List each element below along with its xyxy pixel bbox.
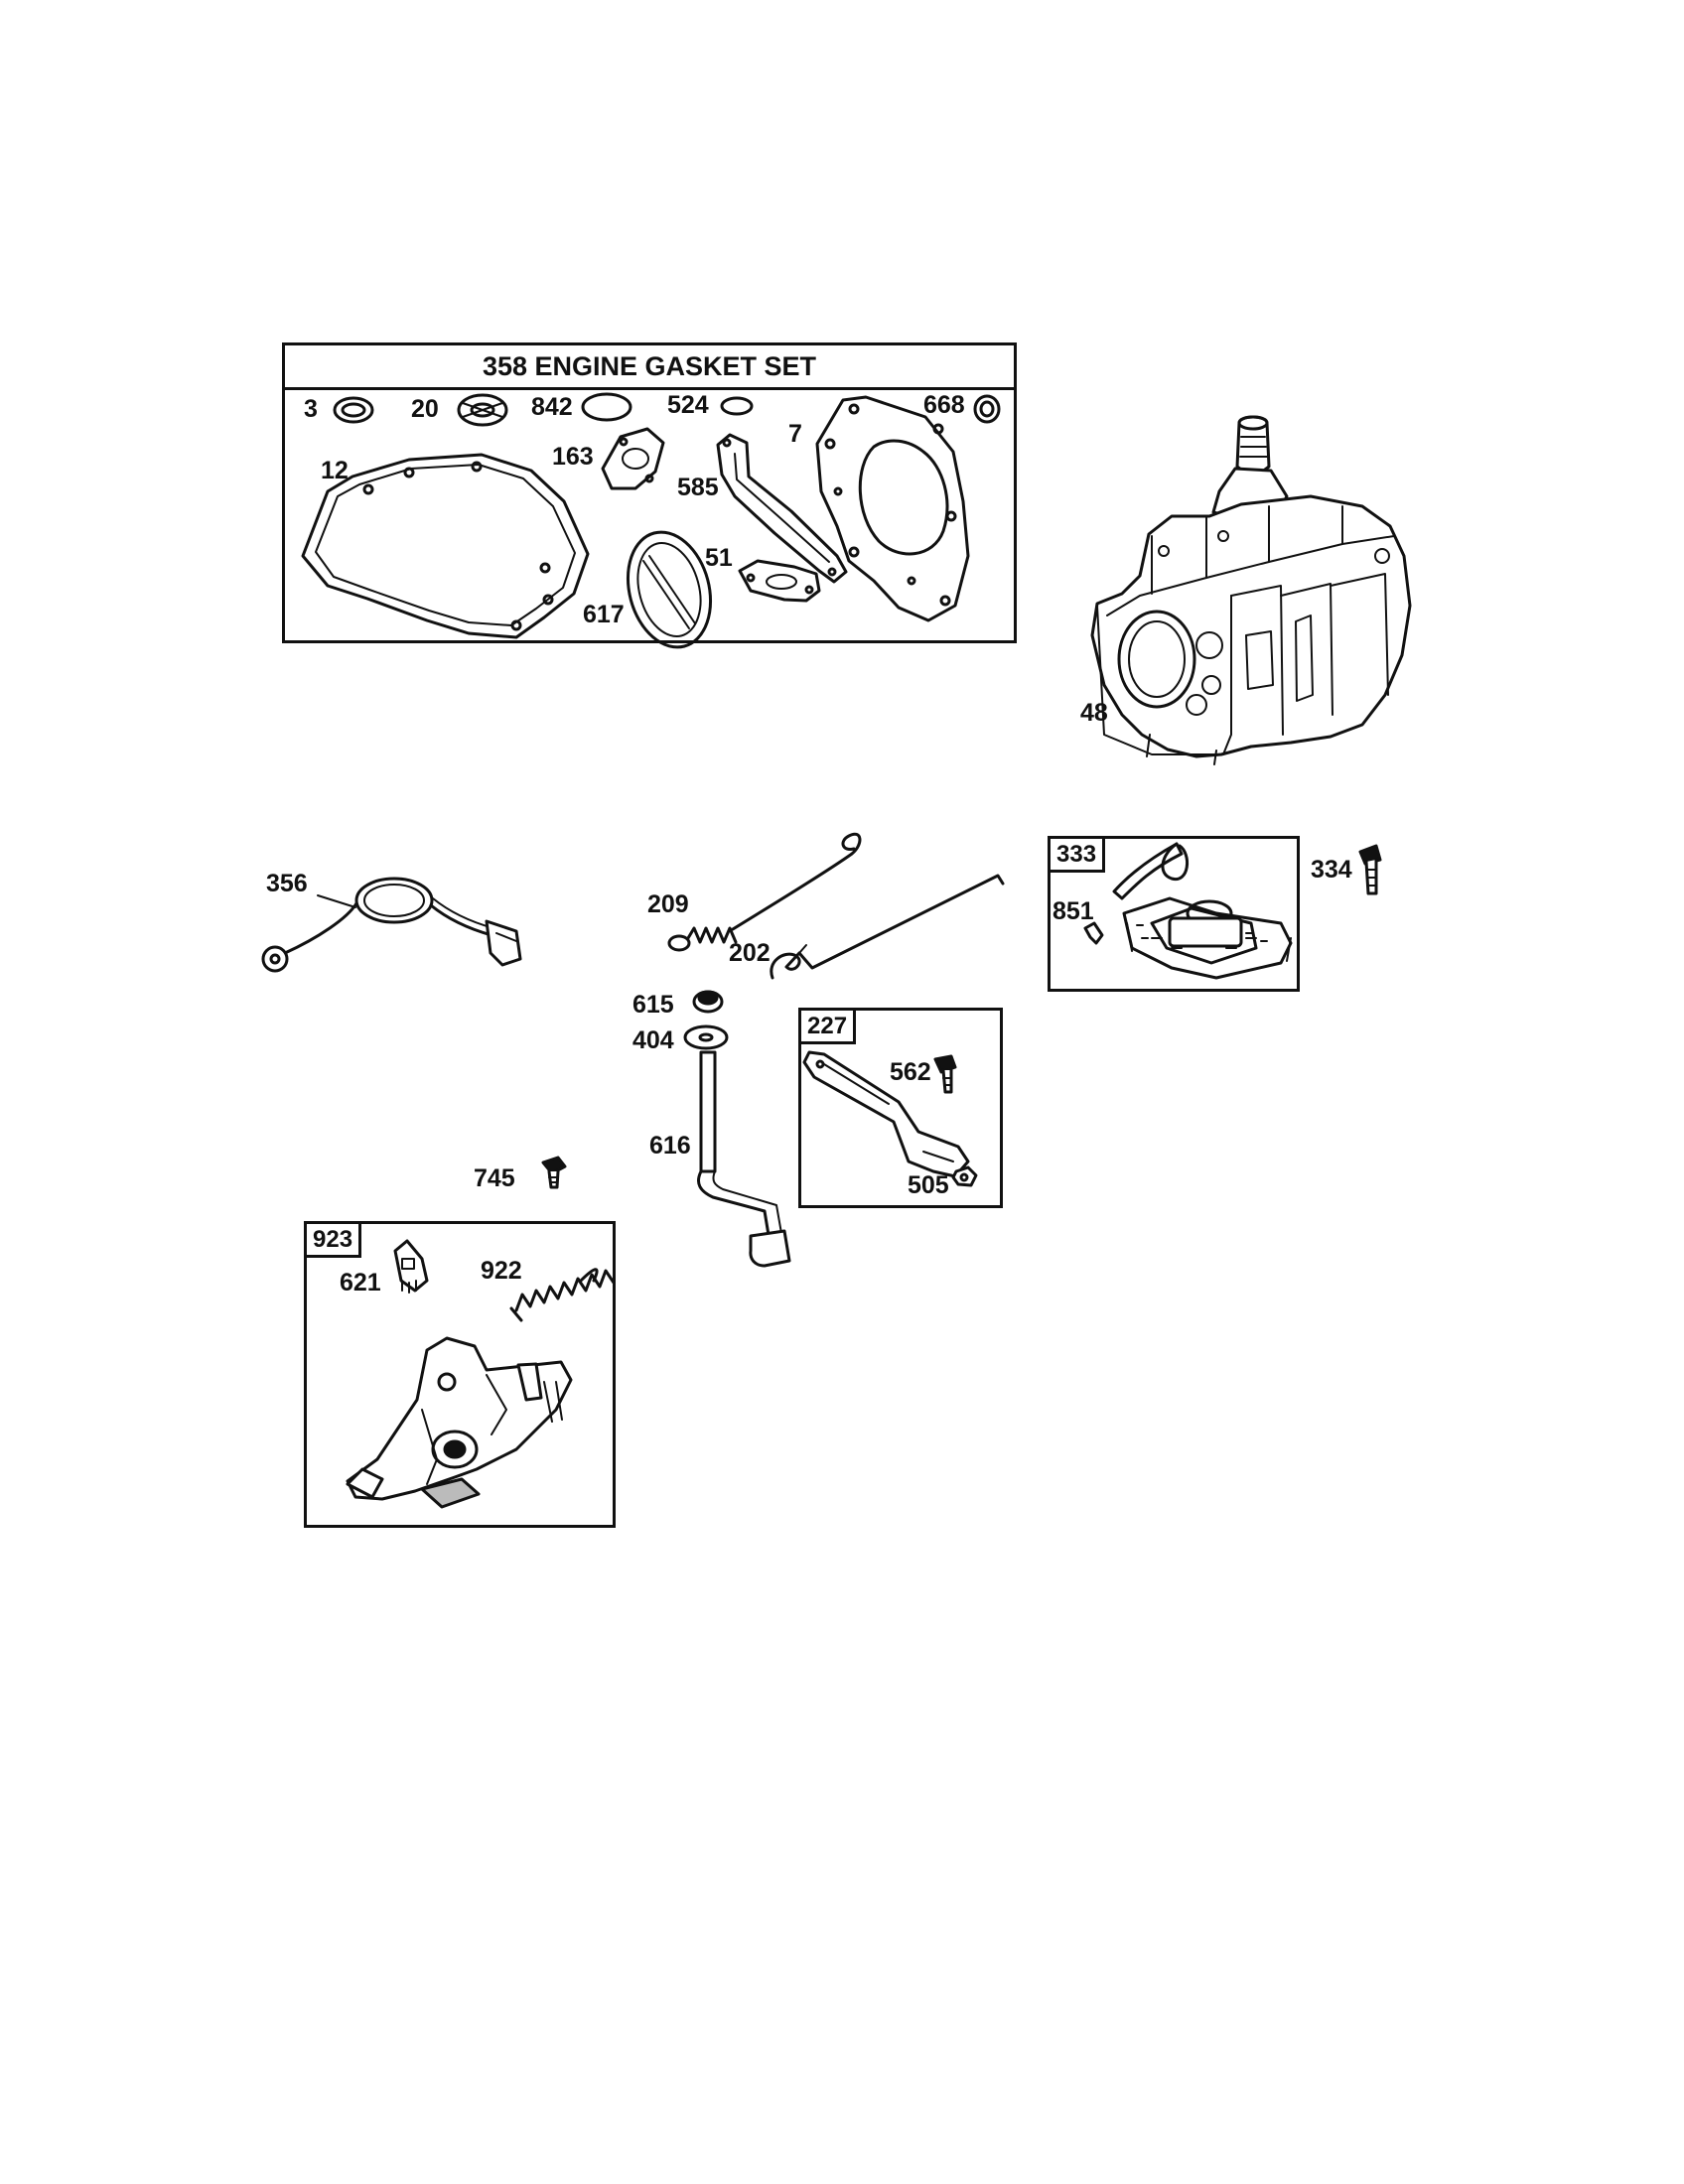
crankcase-icon [1090,415,1412,765]
gasket-668-icon [973,394,1001,424]
bolt-562-icon [933,1054,957,1094]
part-label-48: 48 [1080,699,1108,727]
kit-923-id: 923 [304,1221,362,1258]
part-label-202: 202 [729,939,771,967]
part-label-209: 209 [647,890,689,918]
part-label-524: 524 [667,391,709,419]
part-label-745: 745 [474,1164,515,1192]
gasket-524-icon [720,396,754,416]
part-label-585: 585 [677,474,719,501]
part-label-163: 163 [552,443,594,471]
clip-851-icon [1083,921,1104,945]
gasket-842-icon [581,392,632,422]
part-label-562: 562 [890,1058,931,1086]
part-label-334: 334 [1311,856,1352,884]
part-label-922: 922 [481,1257,522,1285]
nut-615-icon [692,990,724,1014]
part-label-20: 20 [411,395,439,423]
part-label-851: 851 [1052,897,1094,925]
gasket-set-box: 358 ENGINE GASKET SET [282,342,1017,643]
part-label-842: 842 [531,393,573,421]
kit-333-box: 333 [1048,836,1300,992]
part-label-617: 617 [583,601,625,628]
bolt-334-icon [1358,844,1382,895]
part-label-615: 615 [632,991,674,1019]
part-label-616: 616 [649,1132,691,1160]
gasket-12-icon [301,453,590,639]
gasket-585-icon [716,433,848,584]
control-bracket-icon [802,1050,970,1178]
part-label-356: 356 [266,870,308,897]
part-label-51: 51 [705,544,733,572]
kit-227-id: 227 [798,1008,857,1044]
part-label-12: 12 [321,457,349,484]
oil-sensor-icon [1112,842,1293,980]
gasket-163-icon [601,427,665,490]
governor-spring-icon [667,832,862,952]
gasket-7-icon [815,395,970,622]
part-label-3: 3 [304,395,318,423]
part-label-668: 668 [923,391,965,419]
governor-shaft-icon [697,1050,791,1268]
part-label-7: 7 [788,420,802,448]
gasket-3-icon [333,396,374,424]
bolt-745-icon [541,1156,567,1189]
kit-333-id: 333 [1048,836,1106,873]
gasket-set-title: 358 ENGINE GASKET SET [285,345,1014,390]
gasket-51-icon [738,559,821,603]
kit-227-box: 227 [798,1008,1003,1208]
gasket-20-icon [457,393,508,427]
part-label-621: 621 [340,1269,381,1297]
kit-923-box: 923 [304,1221,616,1528]
part-label-404: 404 [632,1026,674,1054]
governor-control-icon [393,1239,429,1294]
part-label-505: 505 [908,1171,949,1199]
nut-505-icon [951,1165,978,1187]
spring-922-icon [509,1268,616,1322]
governor-link-rod-icon [770,874,1005,980]
washer-404-icon [683,1024,729,1050]
ground-wire-icon [261,877,522,973]
gasket-617-icon [626,530,713,649]
governor-lever-icon [346,1336,573,1509]
